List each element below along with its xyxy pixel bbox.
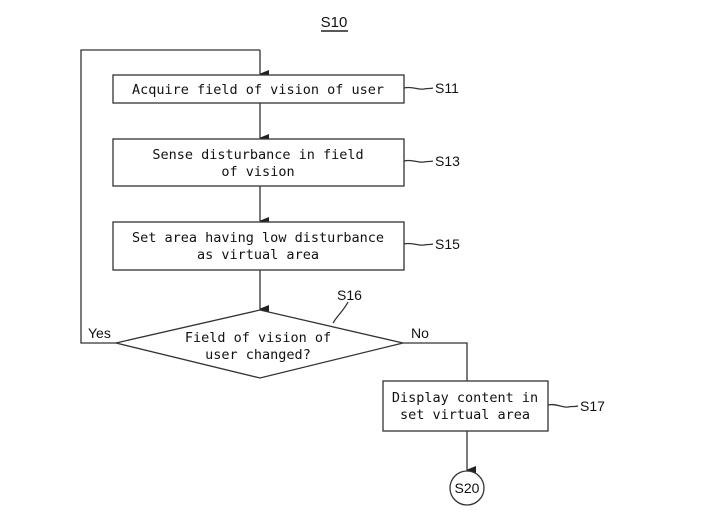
s11-leader	[403, 86, 434, 90]
s17-text-line1: Display content in	[392, 390, 538, 406]
s13-box	[112, 138, 405, 187]
s17-box	[382, 380, 549, 432]
s20-label: S20	[455, 480, 480, 496]
s17-leader	[547, 403, 579, 408]
connector-s20: S20	[449, 470, 485, 506]
s13-label: S13	[435, 153, 460, 169]
s11-label: S11	[435, 80, 459, 96]
s11-box	[112, 74, 405, 104]
no-label: No	[411, 325, 429, 341]
step-s13: Sense disturbance in field of vision S13	[112, 138, 460, 187]
step-s17: Display content in set virtual area S17	[382, 380, 605, 432]
step-s11: Acquire field of vision of user S11	[112, 74, 459, 104]
s20-circle	[449, 470, 485, 506]
s13-text-line1: Sense disturbance in field	[152, 147, 363, 163]
no-branch-line	[403, 342, 468, 381]
s13-text-line2: of vision	[221, 164, 294, 180]
s15-text-line2: as virtual area	[197, 247, 319, 263]
s17-label: S17	[580, 398, 605, 414]
s17-text-line2: set virtual area	[400, 407, 530, 423]
yes-loop-line	[80, 49, 260, 344]
s16-leader	[332, 301, 349, 324]
s16-label: S16	[337, 287, 362, 303]
figure-title: S10	[321, 14, 348, 31]
s15-label: S15	[435, 236, 460, 252]
step-s15: Set area having low disturbance as virtu…	[112, 221, 460, 271]
yes-label: Yes	[88, 325, 111, 341]
s15-box	[112, 221, 405, 271]
s15-text-line1: Set area having low disturbance	[132, 230, 384, 246]
s16-text-line1: Field of vision of	[185, 330, 331, 346]
s16-text-line2: user changed?	[205, 347, 311, 363]
s13-leader	[403, 159, 434, 163]
s15-leader	[403, 242, 434, 246]
s11-text: Acquire field of vision of user	[132, 82, 384, 98]
step-s16: Field of vision of user changed? S16	[115, 287, 404, 379]
